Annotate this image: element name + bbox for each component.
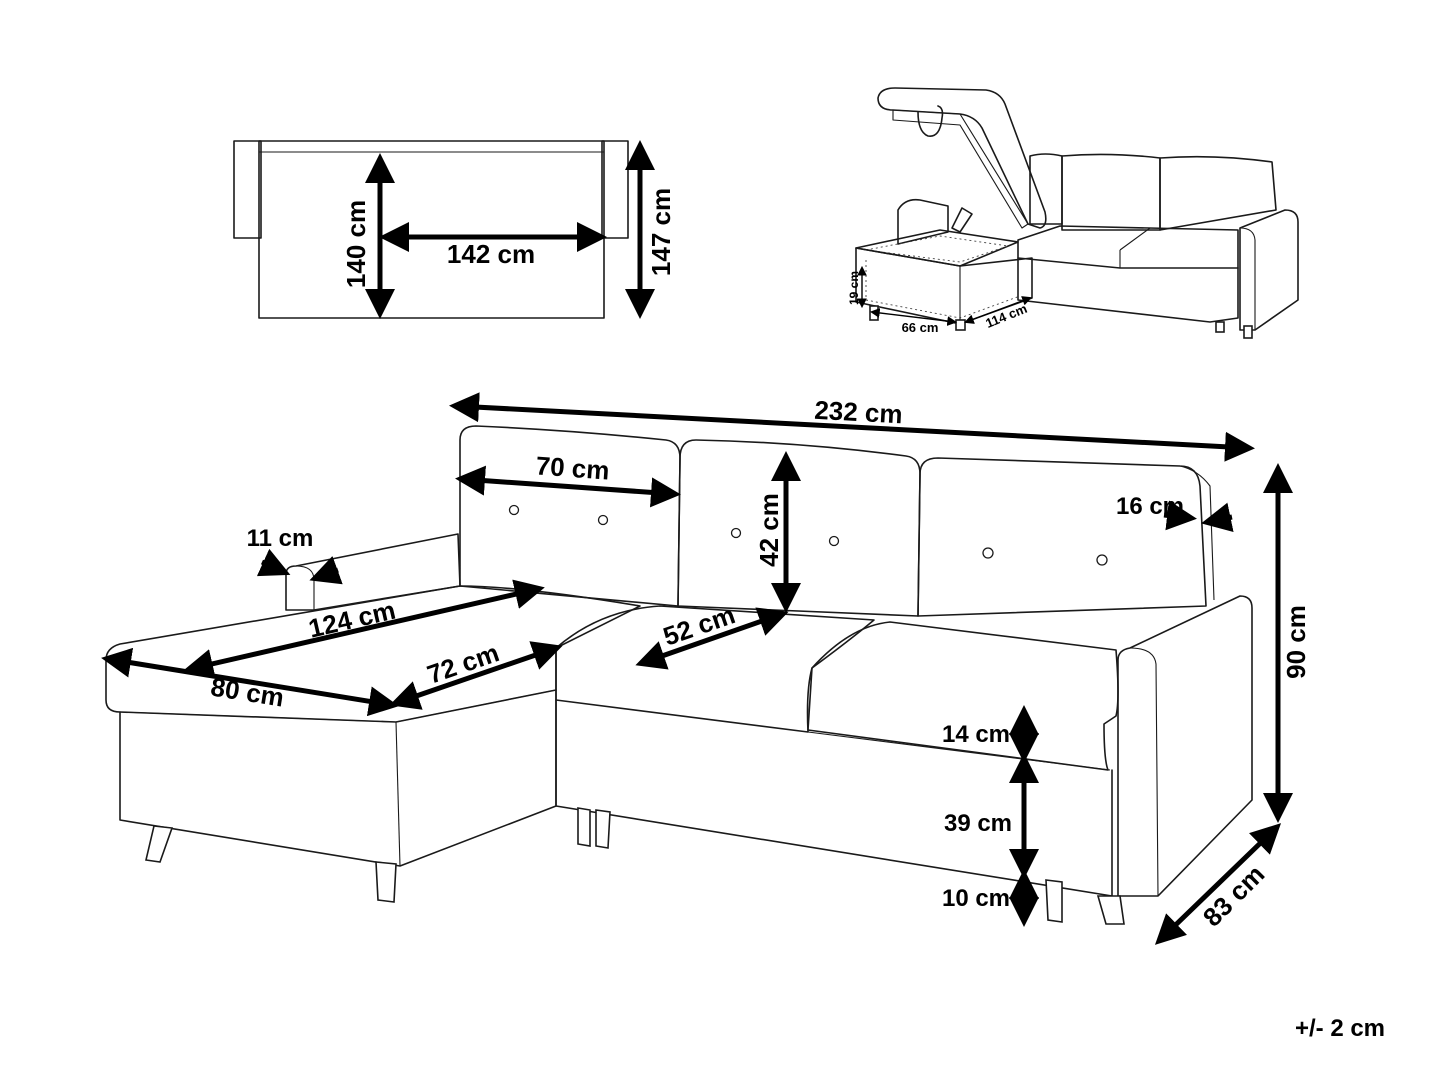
- cushion-width-arrow: [455, 465, 681, 508]
- leg-chaise-front: [375, 861, 397, 903]
- seat-base-top-edge: [807, 731, 1111, 771]
- storage-left-arm: [897, 198, 949, 245]
- cushion-button-5: [982, 547, 994, 559]
- leg-height-label: 10 cm: [942, 885, 1010, 912]
- storage-length-arrow: [964, 296, 1032, 324]
- top-view-right-arm: [601, 140, 629, 239]
- storage-gas-strut: [951, 207, 973, 233]
- cushion-button-4: [828, 535, 840, 547]
- storage-length-label: 114 cm: [983, 301, 1029, 331]
- total-width-label: 232 cm: [814, 395, 904, 430]
- cushion-button-6: [1096, 554, 1108, 566]
- storage-right-arm: [1239, 209, 1299, 331]
- seat-base: [555, 699, 1113, 897]
- total-depth-arrow: [1154, 823, 1282, 945]
- chaise-width-arrow: [101, 647, 399, 717]
- back-cushion-middle: [677, 439, 921, 617]
- seat-base-label: 39 cm: [944, 810, 1012, 837]
- seat-depth-arrow: [635, 607, 789, 670]
- storage-base: [1017, 257, 1239, 323]
- cushion-button-2: [597, 514, 609, 526]
- chaise-inner-arrow: [389, 641, 563, 710]
- top-width-label: 142 cm: [447, 239, 535, 269]
- right-arm-arrow-in: [1163, 500, 1197, 531]
- top-view-bed: [258, 140, 605, 319]
- main-view: 232 cm 70 cm 42 cm 16 cm 11 cm 124 cm 52…: [101, 392, 1385, 1042]
- tolerance-label: +/- 2 cm: [1295, 1015, 1385, 1042]
- storage-seat-split: [1119, 227, 1151, 251]
- storage-leg-3: [1215, 321, 1225, 333]
- storage-back-cushion-right: [1159, 155, 1277, 231]
- storage-leg-4: [1243, 325, 1253, 339]
- backrest-height-label: 42 cm: [754, 493, 784, 567]
- chaise-length-label: 124 cm: [306, 595, 399, 644]
- left-armrest-label: 11 cm: [247, 525, 314, 552]
- top-depth-label: 140 cm: [341, 200, 371, 288]
- seat-cushion-left: [555, 605, 875, 733]
- storage-lid-handle: [917, 105, 944, 137]
- storage-leg-2: [955, 319, 966, 331]
- total-width-arrow: [449, 392, 1255, 462]
- back-cushion-right: [917, 457, 1207, 617]
- chaise-width-label: 80 cm: [209, 672, 287, 713]
- leg-right-front: [1096, 895, 1125, 925]
- top-view: 140 cm 142 cm 147 cm: [233, 139, 676, 320]
- storage-width-arrow: [869, 308, 958, 326]
- storage-right-arm-front: [1239, 227, 1256, 330]
- leg-seat-rear-1: [577, 807, 591, 847]
- storage-seat: [1017, 225, 1239, 269]
- storage-width-label: 66 cm: [902, 320, 939, 335]
- left-armrest-front: [295, 565, 315, 610]
- right-armrest-label: 16 cm: [1116, 493, 1184, 520]
- left-arm-arrow-out: [309, 556, 343, 585]
- right-armrest-front: [1129, 647, 1159, 897]
- storage-open-lid: [877, 87, 1047, 229]
- top-total-depth-label: 147 cm: [646, 188, 676, 276]
- storage-height-label: 19 cm: [847, 271, 861, 305]
- left-arm-arrow-in: [256, 548, 291, 577]
- right-arm-arrow-out: [1201, 502, 1234, 532]
- cushion-button-1: [508, 504, 520, 516]
- storage-view: 19 cm 66 cm 114 cm: [847, 87, 1299, 339]
- top-view-left-arm: [233, 140, 262, 239]
- cushion-button-3: [730, 527, 742, 539]
- leg-chaise-left: [145, 825, 174, 863]
- right-armrest: [1117, 595, 1253, 897]
- leg-seat-rear-2: [595, 809, 611, 849]
- storage-box-inner: [865, 235, 1009, 263]
- storage-lid-inner: [892, 109, 1029, 229]
- storage-back-cushion-middle: [1061, 153, 1161, 231]
- chaise-base: [119, 689, 557, 867]
- total-height-label: 90 cm: [1281, 605, 1311, 679]
- back-right-edge: [1179, 465, 1215, 601]
- chaise-base-corner: [395, 721, 401, 867]
- cushion-thickness-label: 14 cm: [942, 721, 1010, 748]
- cushion-width-label: 70 cm: [535, 450, 611, 485]
- leg-seat-front: [1045, 879, 1063, 923]
